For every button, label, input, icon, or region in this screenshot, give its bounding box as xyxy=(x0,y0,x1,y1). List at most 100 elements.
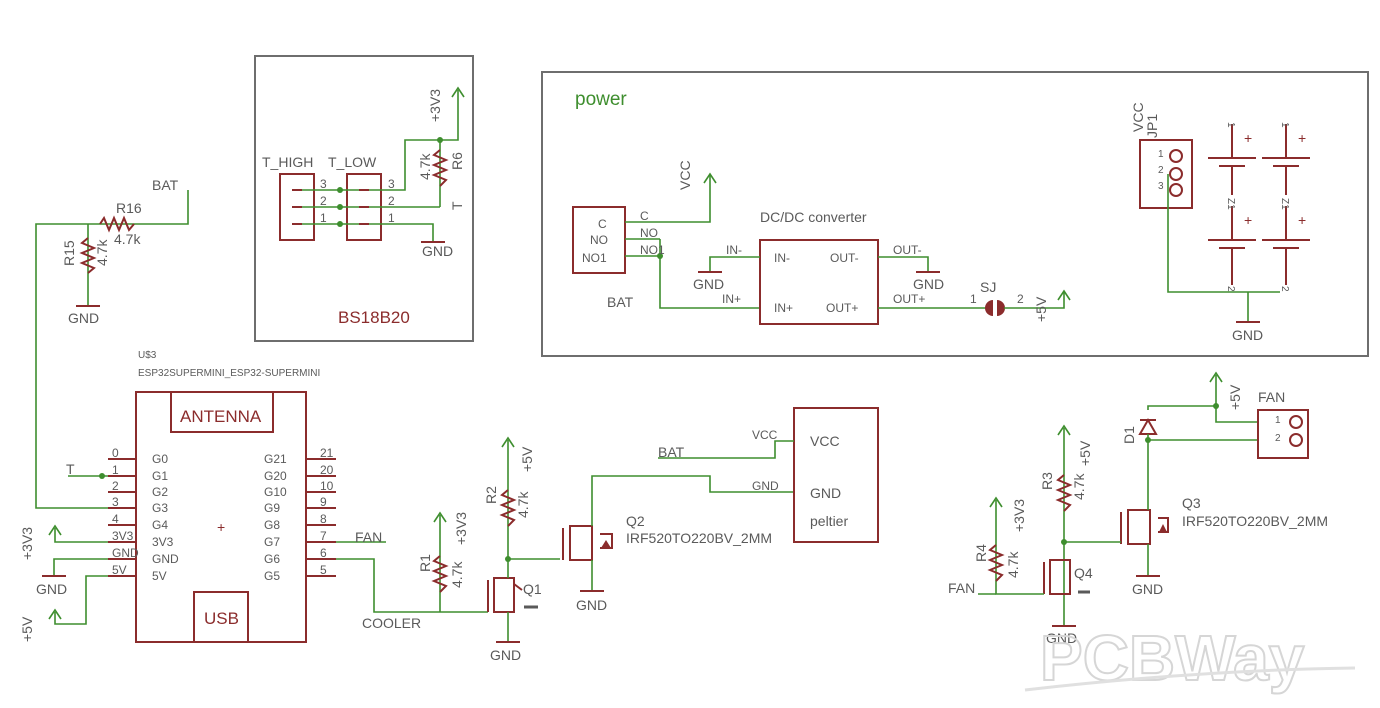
esp32-body xyxy=(135,391,307,643)
esp-left-pin-num: 0 xyxy=(112,446,119,460)
antenna-box xyxy=(170,391,274,433)
esp-right-pin-num: 6 xyxy=(320,546,327,560)
jp1-label: JP1 xyxy=(1144,114,1160,138)
r15-value: 4.7k xyxy=(94,239,110,266)
bat-net-label: BAT xyxy=(152,177,179,193)
relay-c: C xyxy=(598,217,607,231)
q4-body xyxy=(1049,559,1071,595)
gnd-label-q1: GND xyxy=(490,647,521,663)
esp-left-pin-label: G1 xyxy=(152,469,168,483)
cell3-plus: + xyxy=(1244,212,1252,228)
t-high-pin1: 1 xyxy=(320,211,327,225)
r3-resistor xyxy=(1055,474,1073,512)
esp-right-pin-num: 9 xyxy=(320,495,327,509)
r15-label: R15 xyxy=(61,240,77,266)
esp-left-pin-num: GND xyxy=(112,546,139,560)
gnd-label-q2: GND xyxy=(576,597,607,613)
battery-pack: + + + + 1 1 Z1 Z1 2 2 xyxy=(1208,122,1310,292)
sj-pin1: 1 xyxy=(970,292,977,306)
esp-left-pin-label: 5V xyxy=(152,569,167,583)
r4-resistor xyxy=(987,544,1005,582)
r16-label: R16 xyxy=(116,200,142,216)
gnd-label-bat: GND xyxy=(1232,327,1263,343)
relay-pin-no: NO xyxy=(640,226,658,240)
gnd-label-q3: GND xyxy=(1132,581,1163,597)
v33-label-r4: +3V3 xyxy=(1011,499,1027,532)
gnd-label: GND xyxy=(68,310,99,326)
sj-label: SJ xyxy=(980,279,996,295)
v5-label-r2: +5V xyxy=(519,446,535,472)
esp-right-pin-label: G8 xyxy=(264,518,280,532)
bs-title: BS18B20 xyxy=(338,308,410,327)
r15-resistor xyxy=(79,237,97,274)
dcdc-title: DC/DC converter xyxy=(760,209,867,225)
r2-label: R2 xyxy=(483,486,499,504)
esp-right-pin-label: G7 xyxy=(264,535,280,549)
power-frame: power C NO NO1 VCC C NO NO1 BAT DC/DC co… xyxy=(541,71,1369,357)
esp-left-pin-num: 3 xyxy=(112,495,119,509)
relay-no: NO xyxy=(590,233,608,247)
gnd-net-peltier: GND xyxy=(752,479,779,493)
esp-right-pin-num: 7 xyxy=(320,529,327,543)
esp-left-pin-num: 2 xyxy=(112,479,119,493)
r6-label: R6 xyxy=(449,152,465,170)
gnd-label-q4: GND xyxy=(1046,630,1077,646)
dcdc-in-minus: IN- xyxy=(774,251,790,265)
q1-label: Q1 xyxy=(523,581,542,597)
origin-mark: + xyxy=(217,519,225,535)
t-high-pin3: 3 xyxy=(320,177,327,191)
fan-net-q4: FAN xyxy=(948,580,975,596)
in-plus-net: IN+ xyxy=(722,292,741,306)
fan-net-esp: FAN xyxy=(355,529,382,545)
jp1-pin1: 1 xyxy=(1158,149,1164,160)
r6-resistor xyxy=(431,149,449,187)
q2-body xyxy=(569,525,593,561)
esp-right-pin-label: G20 xyxy=(264,469,287,483)
jp1-connector xyxy=(1139,139,1193,209)
r6-value: 4.7k xyxy=(417,153,433,180)
vcc-net-peltier: VCC xyxy=(752,428,778,442)
jp1-pin2: 2 xyxy=(1158,165,1164,176)
cooler-net: COOLER xyxy=(362,615,421,631)
d1-label: D1 xyxy=(1121,426,1137,444)
q3-body xyxy=(1127,509,1151,545)
v5-label-fan: +5V xyxy=(1227,384,1243,410)
r16-value: 4.7k xyxy=(114,231,141,247)
esp-left-pin-label: GND xyxy=(152,552,179,566)
gnd-label: GND xyxy=(422,243,453,259)
t-low-label: T_LOW xyxy=(328,154,377,170)
gnd-label-dc1: GND xyxy=(693,276,724,292)
gnd-label-dc2: GND xyxy=(913,276,944,292)
out-plus-net: OUT+ xyxy=(893,292,925,306)
v33-label-r6: +3V3 xyxy=(427,89,443,122)
q2-label: Q2 xyxy=(626,513,645,529)
esp-left-pin-label: G3 xyxy=(152,501,168,515)
sj-jumper-left xyxy=(985,300,993,316)
esp-right-pin-num: 5 xyxy=(320,563,327,577)
module-ref: U$3 xyxy=(138,350,157,361)
cell2-plus: + xyxy=(1298,130,1306,146)
watermark-swoosh xyxy=(1024,666,1356,692)
v33-label-r1: +3V3 xyxy=(453,512,469,545)
t-high-label: T_HIGH xyxy=(262,154,313,170)
cell4-pin2: 2 xyxy=(1279,286,1290,292)
r16-resistor xyxy=(99,215,135,233)
t-low-pin3: 3 xyxy=(388,177,395,191)
dcdc-in-plus: IN+ xyxy=(774,301,793,315)
sj-jumper-right xyxy=(997,300,1005,316)
peltier-gnd-pin: GND xyxy=(810,485,841,501)
t-low-pin1: 1 xyxy=(388,211,395,225)
module-name: ESP32SUPERMINI_ESP32-SUPERMINI xyxy=(138,368,320,379)
v33-label-esp: +3V3 xyxy=(19,527,35,560)
power-title: power xyxy=(575,89,627,110)
fan-driver: +5V D1 FAN 1 2 Q3 IRF520TO220BV_2MM GND … xyxy=(948,371,1328,646)
relay xyxy=(572,206,626,274)
t-high-pin2: 2 xyxy=(320,194,327,208)
cell4-z: Z1 xyxy=(1279,198,1290,210)
usb-box xyxy=(193,591,249,643)
in-minus-net: IN- xyxy=(726,243,742,257)
t-low-pin2: 2 xyxy=(388,194,395,208)
r1-resistor xyxy=(431,555,449,593)
peltier-name: peltier xyxy=(810,513,848,529)
cell4-plus: + xyxy=(1298,212,1306,228)
